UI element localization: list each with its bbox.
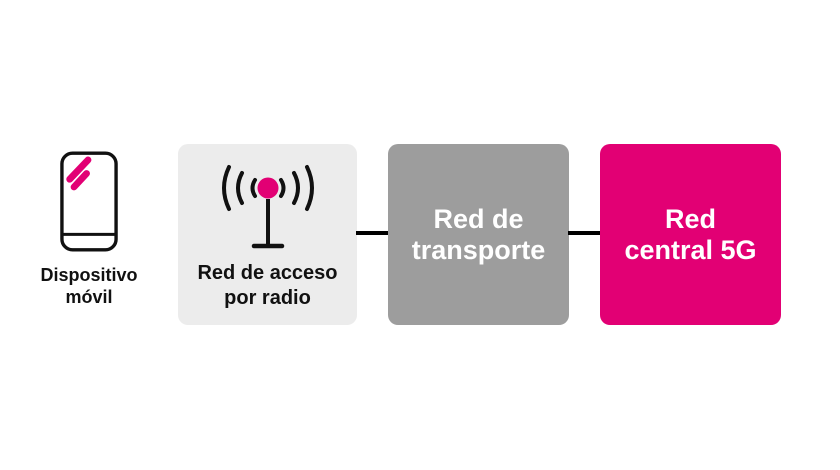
label-line: central 5G bbox=[624, 234, 757, 265]
node-core-network-5g: Red central 5G bbox=[600, 144, 781, 325]
connector-line-ran-transport bbox=[356, 231, 389, 235]
label-line: transporte bbox=[411, 234, 546, 265]
label-line: por radio bbox=[224, 287, 311, 309]
label-line: Dispositivo bbox=[40, 265, 138, 285]
mobile-device-node: Dispositivo móvil bbox=[28, 150, 150, 308]
mobile-device-label: Dispositivo móvil bbox=[28, 264, 150, 308]
node-label-transport: Red de transporte bbox=[412, 204, 546, 266]
label-line: Red bbox=[664, 203, 716, 234]
node-label-core-5g: Red central 5G bbox=[624, 204, 756, 266]
connector-line-transport-core bbox=[568, 231, 601, 235]
node-transport-network: Red de transporte bbox=[388, 144, 569, 325]
label-line: móvil bbox=[65, 287, 113, 307]
smartphone-icon bbox=[60, 151, 118, 252]
label-line: Red de bbox=[433, 203, 524, 234]
label-line: Red de acceso bbox=[197, 262, 338, 284]
node-label-radio-access: Red de acceso por radio bbox=[178, 261, 357, 311]
node-radio-access-network: Red de acceso por radio bbox=[178, 144, 357, 325]
radio-antenna-icon bbox=[221, 165, 314, 249]
